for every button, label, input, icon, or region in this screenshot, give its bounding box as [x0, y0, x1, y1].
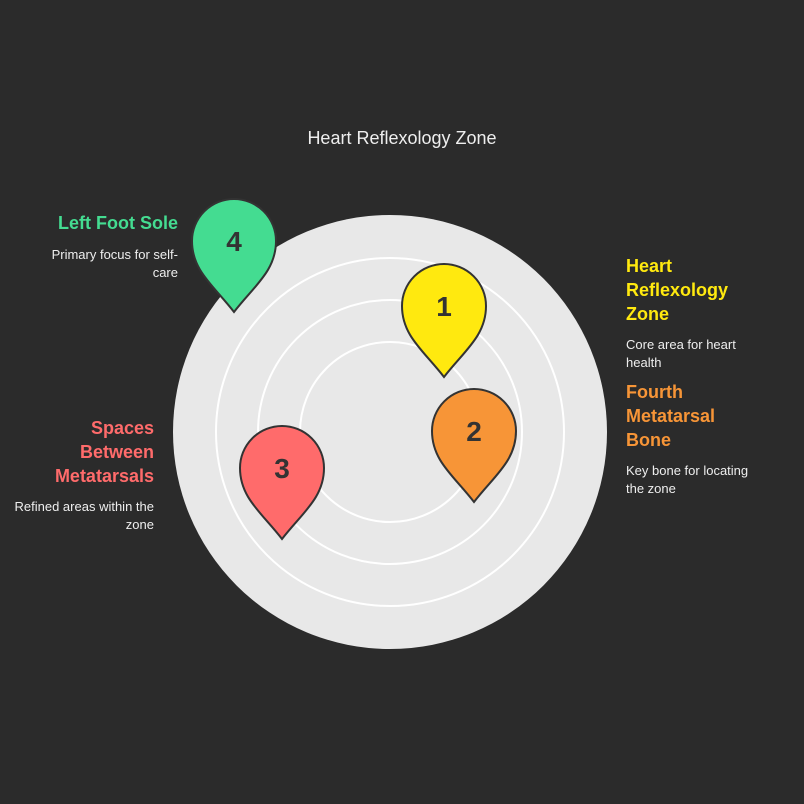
pin-3: 3: [238, 425, 326, 541]
pin-1: 1: [400, 263, 488, 379]
ring-3: [257, 299, 523, 565]
desc-2: Key bone for locating the zone: [626, 463, 749, 496]
label-2: Fourth Metatarsal Bone: [626, 382, 716, 450]
label-4: Left Foot Sole: [58, 213, 178, 233]
desc-1: Core area for heart health: [626, 337, 736, 370]
outer-ring: [173, 215, 607, 649]
desc-3: Refined areas within the zone: [14, 499, 154, 532]
diagram-title: Heart Reflexology Zone: [307, 128, 497, 148]
ring-2: [215, 257, 565, 607]
pin-number: 1: [436, 291, 452, 322]
pin-2: 2: [430, 388, 518, 504]
pin-number: 4: [226, 226, 242, 257]
desc-4: Primary focus for self-care: [51, 247, 178, 280]
label-1: Heart Reflexology Zone: [626, 256, 729, 324]
label-3: Spaces Between Metatarsals: [54, 418, 154, 486]
pin-number: 3: [274, 453, 290, 484]
pin-number: 2: [466, 416, 482, 447]
pin-4: 4: [190, 198, 278, 314]
